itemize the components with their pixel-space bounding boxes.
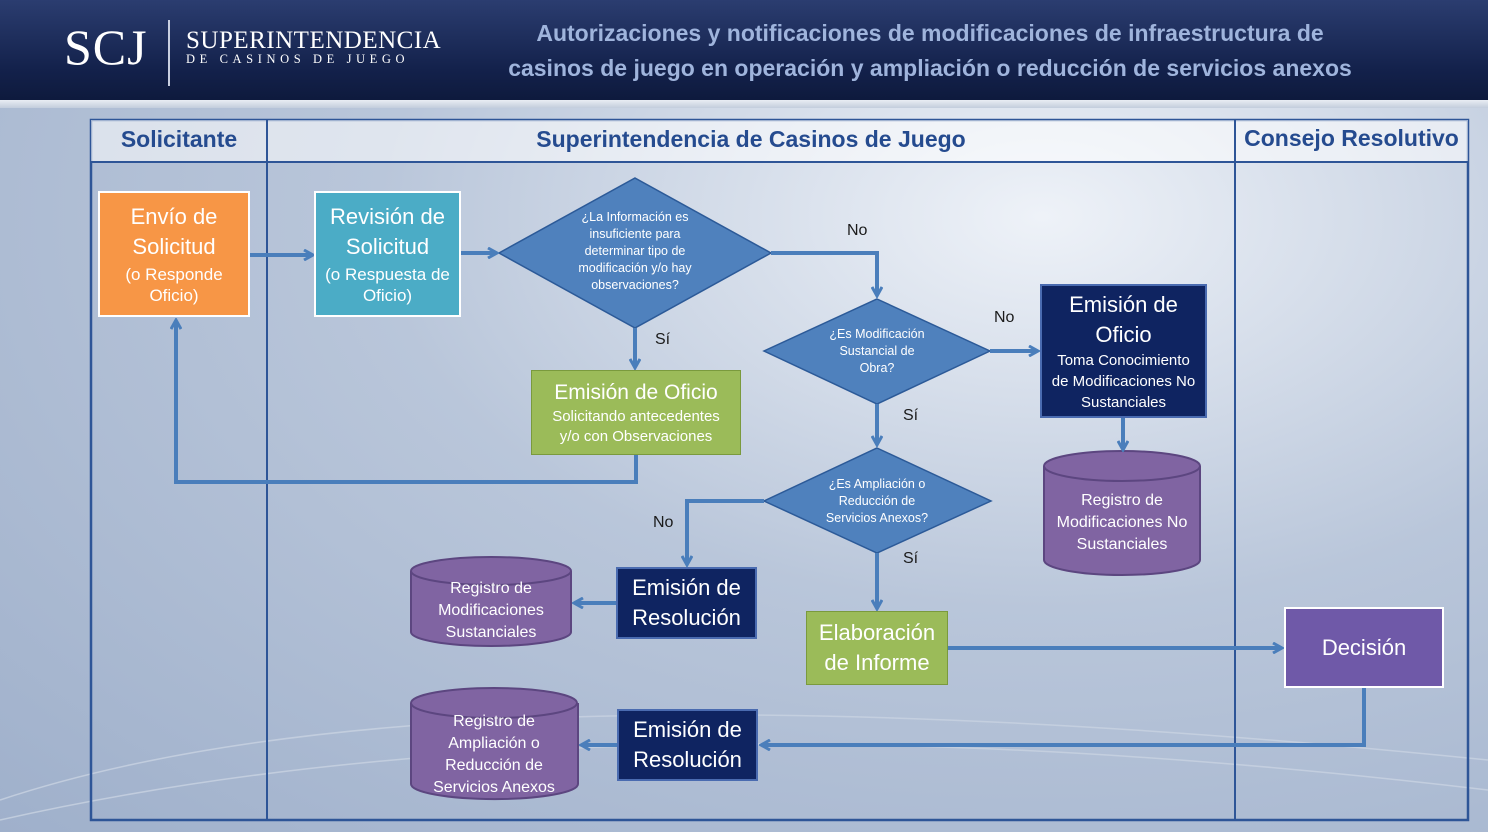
revision-subtitle: (o Respuesta de Oficio) [325, 265, 450, 305]
resolucion1-title: Emisión de Resolución [632, 575, 741, 630]
decision-ampliacion-reduccion-text: ¿Es Ampliación o Reducción de Servicios … [825, 476, 929, 525]
edge-label-d3-no: No [653, 514, 674, 531]
emision-resolucion-sustancial-node[interactable]: Emisión de Resolución [616, 567, 757, 639]
edge-label-d3-si: Sí [903, 550, 919, 567]
logo-subtitle: DE CASINOS DE JUEGO [186, 52, 410, 66]
decision-consejo-node[interactable]: Decisión [1284, 607, 1444, 688]
edge-label-d2-si: Sí [903, 407, 919, 424]
emision-oficio-observaciones-node[interactable]: Emisión de Oficio Solicitando antecedent… [531, 370, 741, 455]
title-line-1: Autorizaciones y notificaciones de modif… [536, 20, 1324, 46]
emision-resolucion-ampliacion-node[interactable]: Emisión de Resolución [617, 709, 758, 781]
lane-title-consejo: Consejo Resolutivo [1244, 125, 1459, 151]
informe-title: Elaboración de Informe [818, 620, 936, 675]
arrow-decision1-no [771, 251, 877, 295]
arrow-oficio-to-envio [176, 321, 638, 484]
envio-solicitud-node[interactable]: Envío de Solicitud (o Responde Oficio) [98, 191, 250, 317]
emision-oficio-no-sustanciales-node[interactable]: Emisión de Oficio Toma Conocimiento de M… [1040, 284, 1207, 418]
registro-sustanciales-cylinder [410, 556, 572, 647]
logo-name: SUPERINTENDENCIA [186, 27, 442, 54]
registro-ampliacion-cylinder [410, 687, 579, 801]
revision-solicitud-node[interactable]: Revisión de Solicitud (o Respuesta de Of… [314, 191, 461, 317]
registro-sustanciales-text: Registro de Modificaciones Sustanciales [438, 580, 544, 641]
edge-label-d1-no: No [847, 222, 868, 239]
page-title: Autorizaciones y notificaciones de modif… [470, 16, 1390, 86]
header-divider [0, 100, 1488, 108]
decision-info-insuficiente-text: ¿La Información es insuficiente para det… [578, 209, 692, 292]
edge-label-d2-no: No [994, 309, 1015, 326]
envio-title: Envío de Solicitud [130, 204, 218, 259]
oficio-obs-subtitle: Solicitando antecedentes y/o con Observa… [552, 407, 720, 445]
registro-ampliacion-text: Registro de Ampliación o Reducción de Se… [433, 713, 555, 796]
logo-initials: SCJ [64, 19, 148, 75]
elaboracion-informe-node[interactable]: Elaboración de Informe [806, 611, 948, 685]
revision-title: Revisión de Solicitud [330, 204, 445, 259]
resolucion2-title: Emisión de Resolución [633, 717, 742, 772]
registro-no-sustanciales-text: Registro de Modificaciones No Sustancial… [1056, 492, 1188, 553]
oficio-nosust-subtitle: Toma Conocimiento de Modificaciones No S… [1051, 351, 1196, 411]
registro-no-sustanciales-cylinder [1043, 450, 1201, 576]
lane-title-solicitante: Solicitante [120, 126, 238, 152]
logo-separator [168, 20, 170, 86]
oficio-nosust-title: Emisión de Oficio [1069, 291, 1178, 347]
edge-label-d1-si: Sí [655, 331, 671, 348]
swimlane-frame [89, 118, 1470, 822]
arrow-decision3-no [687, 499, 764, 564]
title-line-2: casinos de juego en operación y ampliaci… [508, 55, 1352, 81]
arrow-decision-to-resolucion [762, 688, 1366, 745]
envio-subtitle: (o Responde Oficio) [125, 265, 223, 305]
decision-title: Decisión [1321, 634, 1407, 660]
oficio-obs-title: Emisión de Oficio [554, 380, 718, 404]
header-banner [0, 0, 1488, 100]
lane-title-scj: Superintendencia de Casinos de Juego [536, 126, 966, 152]
decision-modificacion-sustancial-text: ¿Es Modificación Sustancial de Obra? [829, 326, 925, 375]
